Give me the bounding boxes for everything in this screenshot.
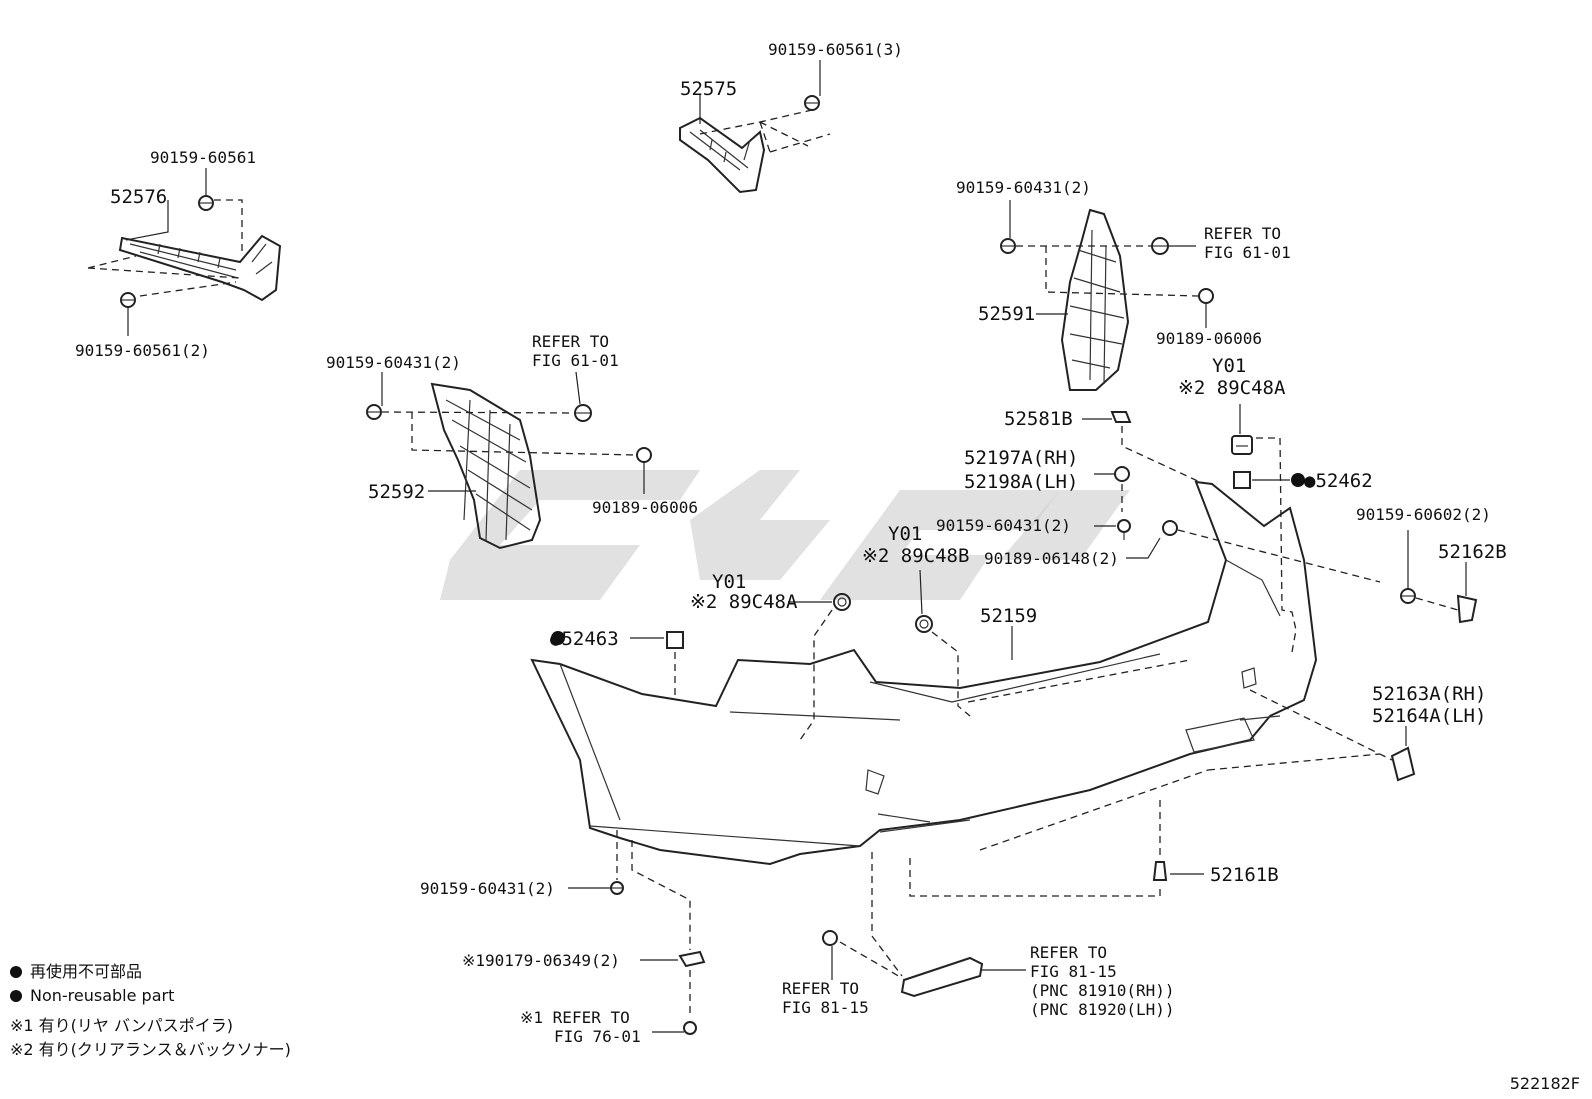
callout-pnc-81910: (PNC 81910(RH)) (1030, 981, 1175, 1000)
callout-90159-60561: 90159-60561 (150, 148, 256, 167)
part-52576-bracket (118, 234, 282, 302)
callout-90179-06349-2: ※190179-06349(2) (462, 951, 620, 970)
callout-90159-60431-2-mid: 90159-60431(2) (936, 516, 1071, 535)
callout-90159-60431-2-right: 90159-60431(2) (956, 178, 1091, 197)
bullet-icon (10, 990, 22, 1002)
callout-90159-60561-3: 90159-60561(3) (768, 40, 903, 59)
part-52581b-pad (1110, 411, 1132, 423)
legend: 再使用不可部品 Non-reusable part ※1 有り(リヤ バンパスポ… (10, 960, 291, 1062)
diagram-code: 522182F (1509, 1074, 1580, 1093)
callout-52463: ●52463 (550, 628, 619, 650)
callout-52159: 52159 (980, 605, 1037, 627)
legend-jp-row: 再使用不可部品 (10, 960, 291, 984)
callout-refer-8115-a2: FIG 81-15 (782, 998, 869, 1017)
callout-52198a: 52198A(LH) (964, 471, 1078, 493)
clip-52161b (1152, 861, 1168, 881)
sensor-clip-89c48a-right (1231, 435, 1253, 455)
clip-52197a-52198a (1114, 466, 1130, 482)
callout-90189-06006-right: 90189-06006 (1156, 329, 1262, 348)
callout-52163a: 52163A(RH) (1372, 683, 1486, 705)
part-52575-bracket (679, 116, 766, 194)
callout-89c48a-right: ※2 89C48A (1178, 377, 1286, 399)
clip-90179-06349 (678, 950, 706, 968)
callout-52161b: 52161B (1210, 864, 1279, 886)
part-52592-side-retainer (430, 382, 542, 550)
legend-en-nonreusable: Non-reusable part (30, 986, 175, 1005)
clip-refer-61-01-left (574, 404, 592, 422)
clip-90189-06148 (1162, 520, 1178, 536)
callout-52581b: 52581B (1004, 408, 1073, 430)
legend-note1: ※1 有り(リヤ バンパスポイラ) (10, 1016, 234, 1035)
bolt-90159-60561-lower (120, 292, 136, 308)
legend-en-row: Non-reusable part (10, 984, 291, 1008)
callout-90189-06006-left: 90189-06006 (592, 498, 698, 517)
legend-note2: ※2 有り(クリアランス＆バックソナー) (10, 1040, 291, 1059)
screw-90159-60431-bottom (610, 881, 624, 895)
callout-refer-76-1: ※1 REFER TO (520, 1008, 630, 1027)
callout-52592: 52592 (368, 481, 425, 503)
part-52591-side-retainer (1060, 208, 1130, 391)
reflector-refer-81-15 (900, 956, 984, 998)
callout-52591: 52591 (978, 303, 1035, 325)
callout-y01-left: Y01 (712, 571, 746, 593)
callout-pnc-81920: (PNC 81920(LH)) (1030, 1000, 1175, 1019)
clip-90159-60431-right (1000, 238, 1016, 254)
callout-52575: 52575 (680, 78, 737, 100)
bolt-90159-60561-upper (198, 195, 214, 211)
clip-refer-61-01-right (1151, 237, 1169, 255)
callout-90159-60561-2: 90159-60561(2) (75, 341, 210, 360)
callout-refer-76-2: FIG 76-01 (554, 1027, 641, 1046)
clip-90189-06006-left (636, 447, 652, 463)
callout-refer-61-b1: REFER TO (1204, 224, 1281, 243)
callout-refer-61-a1: REFER TO (532, 332, 609, 351)
screw-refer-76-01 (683, 1021, 697, 1035)
bullet-icon (10, 966, 22, 978)
screw-90159-60431-mid (1117, 519, 1131, 540)
callout-refer-8115-a1: REFER TO (782, 979, 859, 998)
callout-90159-60602-2: 90159-60602(2) (1356, 505, 1491, 524)
clip-refer-81-15 (822, 930, 838, 946)
part-52162b-cap (1456, 594, 1478, 624)
screw-90159-60602 (1400, 588, 1416, 604)
bolt-90159-60561-top (804, 95, 820, 111)
clip-90159-60431-left (366, 404, 382, 420)
callout-52164a: 52164A(LH) (1372, 705, 1486, 727)
callout-90159-60431-2-left: 90159-60431(2) (326, 353, 461, 372)
callout-52576: 52576 (110, 186, 167, 208)
watermark-logo (440, 470, 1130, 600)
callout-52197a: 52197A(RH) (964, 447, 1078, 469)
callout-52462: ●52462 (1304, 470, 1373, 492)
callout-y01-right: Y01 (1212, 355, 1246, 377)
part-52159-bumper-cover (530, 480, 1318, 866)
part-52463-pad (666, 631, 684, 649)
callout-89c48b: ※2 89C48B (862, 545, 969, 567)
sensor-clip-89c48b (915, 615, 933, 633)
callout-refer-8115-b1: REFER TO (1030, 943, 1107, 962)
legend-jp-nonreusable: 再使用不可部品 (30, 962, 143, 981)
callout-52162b: 52162B (1438, 541, 1507, 563)
clip-90189-06006-right (1198, 288, 1214, 304)
sensor-clip-89c48a-left (833, 593, 851, 611)
callout-y01-mid: Y01 (888, 523, 922, 545)
part-52163a-52164a-cap (1390, 746, 1416, 782)
callout-89c48a-left: ※2 89C48A (690, 591, 798, 613)
callout-90189-06148-2: 90189-06148(2) (984, 549, 1119, 568)
callout-90159-60431-2-bottom: 90159-60431(2) (420, 879, 555, 898)
callout-refer-61-b2: FIG 61-01 (1204, 243, 1291, 262)
callout-refer-61-a2: FIG 61-01 (532, 351, 619, 370)
callout-refer-8115-b2: FIG 81-15 (1030, 962, 1117, 981)
part-52462-pad (1233, 471, 1251, 489)
